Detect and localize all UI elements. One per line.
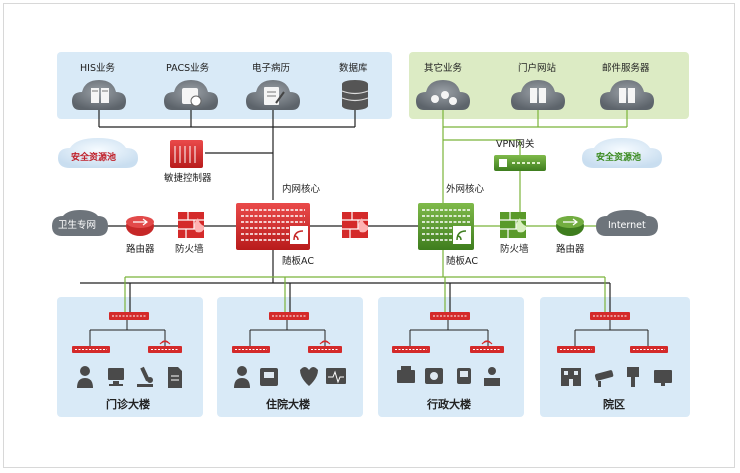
firewall-middle-icon [342, 212, 368, 238]
building-panel-admin [378, 297, 524, 417]
kiosk-icon [627, 367, 639, 387]
ecg-icon [326, 368, 346, 384]
building-label-outpatient: 门诊大楼 [106, 398, 150, 411]
service-label-mail: 邮件服务器 [602, 63, 650, 74]
internal-ac-label: 随板AC [282, 256, 314, 267]
building-icon [561, 368, 581, 386]
health-network-cloud-icon [52, 210, 108, 236]
diagram-frame [3, 3, 735, 468]
building-links [89, 320, 649, 346]
health-network-label: 卫生专网 [58, 220, 97, 231]
portal-cloud-icon [511, 80, 565, 110]
building-panel-outpatient [57, 297, 203, 417]
microscope-icon [137, 366, 153, 387]
building-label-inpatient: 住院大楼 [266, 398, 310, 411]
phone-icon [457, 368, 471, 384]
his-cloud-icon [72, 80, 126, 110]
inpatient-endpoints [234, 366, 346, 388]
heart-monitor-icon [300, 367, 318, 386]
security-pool-right-label: 安全资源池 [596, 153, 642, 163]
service-label-emr: 电子病历 [252, 63, 291, 74]
router-right-label: 路由器 [556, 244, 585, 255]
router-left-icon [126, 216, 154, 236]
building-label-campus: 院区 [603, 398, 625, 411]
security-pool-left-label: 安全资源池 [71, 153, 117, 163]
router-right-icon [556, 216, 584, 236]
service-label-his: HIS业务 [80, 63, 115, 74]
firewall-left-icon [178, 212, 204, 238]
agile-controller-icon [170, 140, 203, 168]
other-business-cloud-icon [416, 80, 470, 110]
outpatient-endpoints [77, 366, 182, 388]
switch-ports [75, 315, 665, 350]
vpn-gateway-icon [494, 155, 546, 171]
internal-core-label: 内网核心 [282, 184, 321, 195]
building-label-admin: 行政大楼 [427, 398, 471, 411]
external-core-label: 外网核心 [446, 184, 485, 195]
vpn-gateway-label: VPN网关 [496, 139, 535, 150]
admin-endpoints [397, 366, 500, 386]
emr-cloud-icon [246, 80, 300, 110]
external-links [124, 110, 628, 312]
printer-icon [397, 366, 415, 383]
nurse-icon [234, 366, 250, 388]
mail-server-cloud-icon [600, 80, 654, 110]
wifi-marks [159, 340, 493, 345]
database-icon [341, 80, 369, 110]
controller-label: 敏捷控制器 [164, 173, 212, 184]
firewall-right-icon [500, 212, 526, 238]
computer-icon [108, 368, 124, 386]
service-label-portal: 门户网站 [518, 63, 557, 74]
campus-endpoints [561, 367, 672, 387]
cctv-icon [594, 370, 614, 387]
security-pool-right-icon [582, 138, 662, 168]
external-ac-label: 随板AC [446, 256, 478, 267]
internet-cloud-icon [596, 210, 658, 236]
firewall-right-label: 防火墙 [500, 244, 529, 255]
service-label-pacs: PACS业务 [166, 63, 210, 74]
aggregation-switches [109, 312, 630, 320]
internal-core-switch-icon [236, 203, 310, 250]
pacs-cloud-icon [164, 80, 218, 110]
document-icon [168, 367, 182, 388]
tv-icon [654, 370, 672, 386]
router-left-label: 路由器 [126, 244, 155, 255]
service-label-other: 其它业务 [424, 63, 463, 74]
staff-desk-icon [484, 367, 500, 386]
firewall-left-label: 防火墙 [175, 244, 204, 255]
camera-icon [425, 368, 443, 384]
medical-device-icon [260, 368, 278, 386]
building-panel-campus [540, 297, 690, 417]
security-pool-left-icon [58, 138, 138, 168]
internal-services-panel [57, 52, 392, 119]
building-panel-inpatient [217, 297, 363, 417]
internet-label: Internet [608, 220, 646, 231]
external-core-switch-icon [418, 203, 474, 250]
service-label-database: 数据库 [339, 63, 368, 74]
doctor-icon [77, 366, 93, 388]
